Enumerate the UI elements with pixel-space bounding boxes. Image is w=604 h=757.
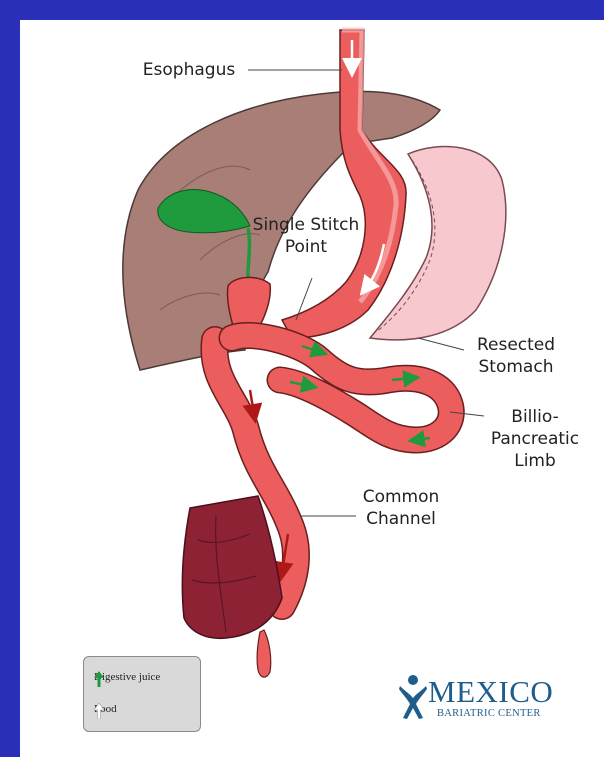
label-common-channel: Common Channel [346, 486, 456, 530]
label-esophagus: Esophagus [134, 59, 244, 81]
diagram-panel: Esophagus Single Stitch Point Resected S… [20, 20, 604, 757]
label-billio-pancreatic-limb: Billio- Pancreatic Limb [480, 406, 590, 472]
mexico-bariatric-center-logo: MEXICO BARIATRIC CENTER [398, 672, 578, 732]
logo-figure-icon [398, 674, 428, 720]
colon [182, 496, 282, 638]
up-arrow-white-icon [94, 703, 104, 719]
appendix [257, 630, 271, 677]
legend: Digestive juice Food [83, 656, 201, 732]
logo-wordmark: MEXICO [428, 674, 553, 710]
logo-subtitle: BARIATRIC CENTER [437, 708, 541, 719]
legend-item-digestive-juice: Digestive juice [94, 671, 160, 683]
up-arrow-green-icon [94, 671, 104, 687]
label-single-stitch-point: Single Stitch Point [246, 214, 366, 258]
anatomy-illustration [20, 20, 604, 757]
label-resected-stomach: Resected Stomach [460, 334, 572, 378]
legend-item-food: Food [94, 703, 117, 715]
